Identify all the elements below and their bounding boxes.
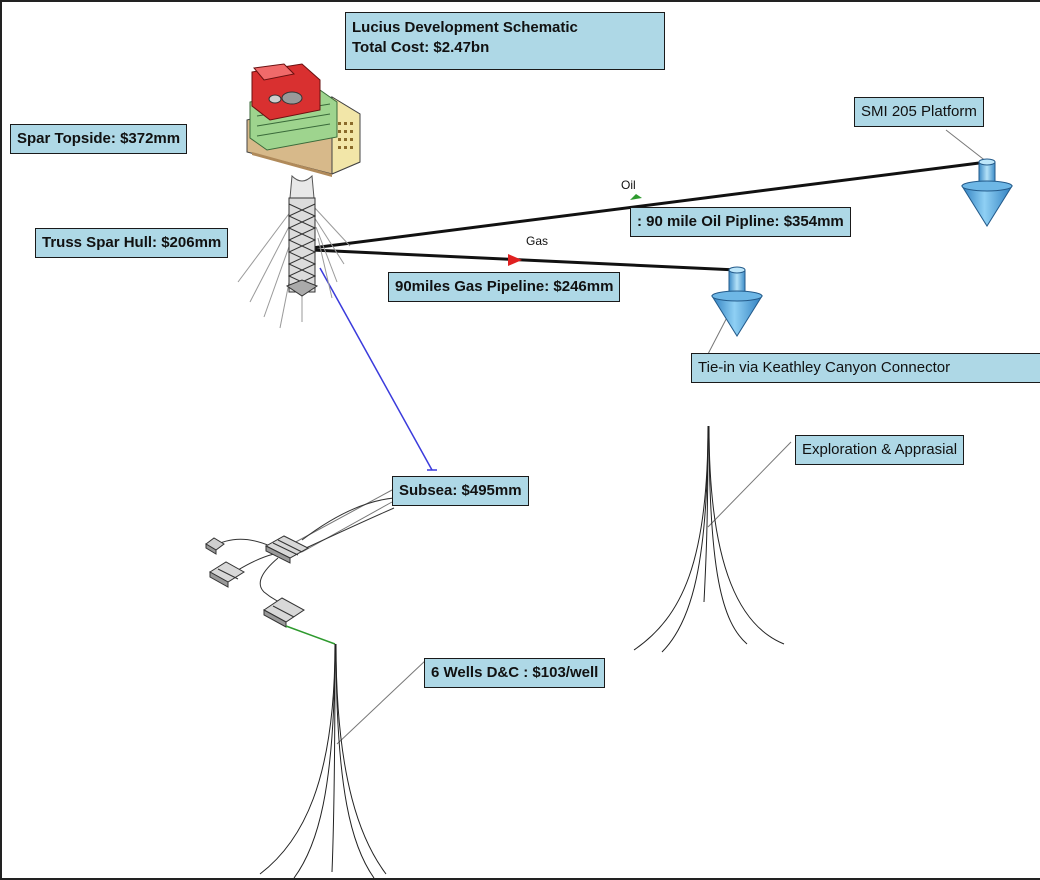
- spar-topside-label: Spar Topside: $372mm: [10, 124, 188, 154]
- gas-pipeline-label: 90miles Gas Pipeline: $246mm: [388, 272, 621, 302]
- subsea-label: Subsea: $495mm: [392, 476, 529, 506]
- schematic-title: Lucius Development Schematic Total Cost:…: [345, 12, 665, 70]
- subsea-riser-line: [319, 267, 433, 471]
- well-trajectory-icon: [633, 425, 785, 653]
- wells-label: 6 Wells D&C : $103/well: [424, 658, 606, 688]
- connector-cone-icon: [961, 158, 1013, 227]
- oil-flow-arrow: [630, 194, 642, 200]
- gas-pipeline-line: [311, 248, 738, 272]
- smi-platform-label: SMI 205 Platform: [854, 97, 984, 127]
- total-cost: Total Cost: $2.47bn: [352, 39, 490, 56]
- gas-flow-arrow: [508, 254, 522, 266]
- subsea-manifold-icon: [205, 497, 395, 628]
- oil-pipeline-label: : 90 mile Oil Pipline: $354mm: [630, 207, 851, 237]
- well-flowline: [285, 625, 336, 645]
- spar-platform-icon: [246, 63, 361, 203]
- connector-cone-icon: [711, 266, 763, 337]
- truss-hull-label: Truss Spar Hull: $206mm: [35, 228, 229, 258]
- truss-hull-icon: [285, 197, 319, 297]
- exploration-label: Exploration & Apprasial: [795, 435, 965, 465]
- oil-flow-tag: Oil: [621, 178, 636, 192]
- well-trajectory-icon: [259, 643, 387, 878]
- tie-in-label: Tie-in via Keathley Canyon Connector: [691, 353, 1040, 383]
- schematic-title-line1: Lucius Development Schematic: [352, 19, 578, 36]
- gas-flow-tag: Gas: [526, 234, 549, 248]
- oil-pipeline-line: [311, 160, 988, 250]
